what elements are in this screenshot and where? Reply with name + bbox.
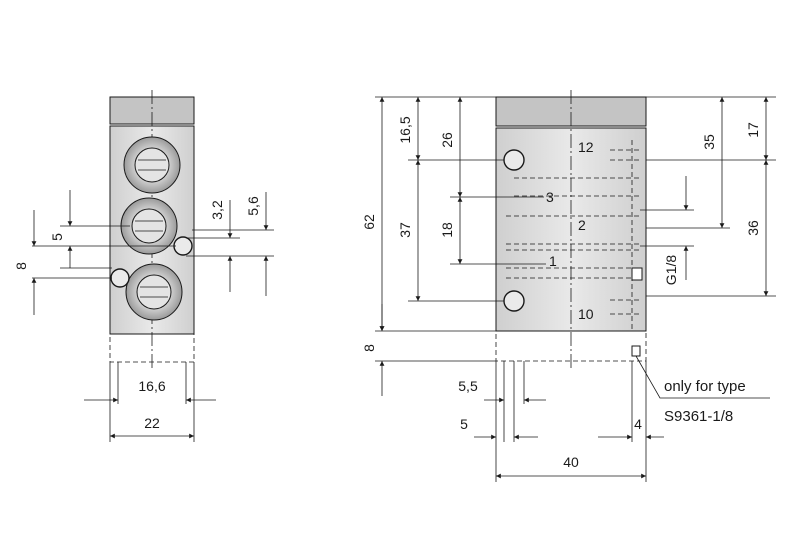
note-line-1: only for type [664, 378, 746, 395]
dim-label-37: 37 [397, 222, 413, 238]
side-port-middle [120, 197, 178, 255]
port-label-2: 2 [578, 217, 586, 233]
note-leader [635, 355, 770, 399]
dim-label-5-6: 5,6 [245, 196, 261, 216]
side-view: 8 5 3,2 5,6 16,6 22 [13, 90, 274, 442]
dim-label-26: 26 [439, 132, 455, 148]
front-mount-hole-bottom [503, 290, 525, 312]
dim-label-16-6: 16,6 [138, 378, 165, 394]
dim-label-18: 18 [439, 222, 455, 238]
dim-label-5-side: 5 [49, 233, 65, 241]
dim-label-5-front: 5 [460, 416, 468, 432]
g18-port [631, 267, 643, 281]
type-note-marker [631, 345, 641, 357]
dim-label-36: 36 [745, 220, 761, 236]
dim-label-22: 22 [144, 415, 160, 431]
dim-label-8-side: 8 [13, 262, 29, 270]
port-label-10: 10 [578, 306, 594, 322]
dim-label-62: 62 [361, 214, 377, 230]
port-label-3: 3 [546, 189, 554, 205]
dim-label-17: 17 [745, 122, 761, 138]
side-mount-hole-upper [173, 236, 193, 256]
side-port-bottom [125, 263, 183, 321]
port-label-12: 12 [578, 139, 594, 155]
front-mount-hole-top [503, 149, 525, 171]
front-view: 12 3 2 1 10 62 16,5 37 26 18 [361, 90, 776, 482]
dim-label-3-2: 3,2 [209, 200, 225, 220]
thread-label-g18: G1/8 [663, 255, 679, 286]
note-line-2: S9361-1/8 [664, 408, 733, 425]
dim-label-16-5: 16,5 [397, 116, 413, 143]
dim-label-8-front: 8 [361, 344, 377, 352]
front-body-extension [495, 330, 647, 362]
port-label-1: 1 [549, 253, 557, 269]
dim-label-4: 4 [634, 416, 642, 432]
internal-hidden-lines [506, 140, 640, 330]
side-port-top [123, 136, 181, 194]
dim-label-40: 40 [563, 454, 579, 470]
dim-label-35: 35 [701, 134, 717, 150]
side-mount-hole-lower [110, 268, 130, 288]
dim-label-5-5: 5,5 [458, 378, 478, 394]
